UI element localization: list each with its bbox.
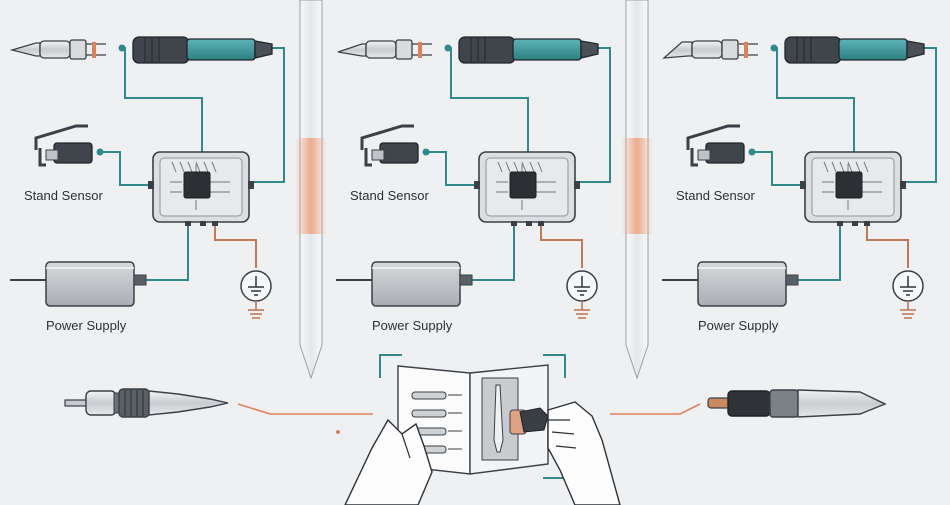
microswitch-icon <box>360 124 419 167</box>
power-supply-label: Power Supply <box>372 318 453 333</box>
microswitch-icon <box>34 124 93 167</box>
power-supply-label: Power Supply <box>698 318 779 333</box>
microswitch-icon <box>686 124 745 167</box>
accent-dot <box>336 430 340 434</box>
power-supply-label: Power Supply <box>46 318 127 333</box>
stand-sensor-label: Stand Sensor <box>24 188 103 203</box>
soldering-tip-icon <box>662 39 758 60</box>
power-adapter-icon <box>336 261 473 307</box>
ground-symbol-icon <box>240 270 272 319</box>
stand-sensor-label: Stand Sensor <box>676 188 755 203</box>
power-adapter-icon <box>10 261 147 307</box>
bottom-soldering-tip-right <box>707 389 887 418</box>
soldering-tip-icon <box>9 39 106 60</box>
stand-sensor-label: Stand Sensor <box>350 188 429 203</box>
connector-line-right <box>610 403 701 415</box>
controller-chip-icon <box>148 151 254 226</box>
panel-divider-left <box>295 0 327 380</box>
controller-chip-icon <box>474 151 580 226</box>
soldering-handle-icon <box>784 36 925 64</box>
connector-line-left <box>237 403 373 415</box>
ground-symbol-icon <box>566 270 598 319</box>
panel-divider-right <box>621 0 653 380</box>
soldering-handle-icon <box>132 36 273 64</box>
bottom-soldering-iron-left <box>64 388 229 418</box>
controller-chip-icon <box>800 151 906 226</box>
soldering-tip-icon <box>337 39 432 60</box>
power-adapter-icon <box>662 261 799 307</box>
ground-symbol-icon <box>892 270 924 319</box>
soldering-handle-icon <box>458 36 599 64</box>
manual-with-hands-icon <box>344 354 621 505</box>
